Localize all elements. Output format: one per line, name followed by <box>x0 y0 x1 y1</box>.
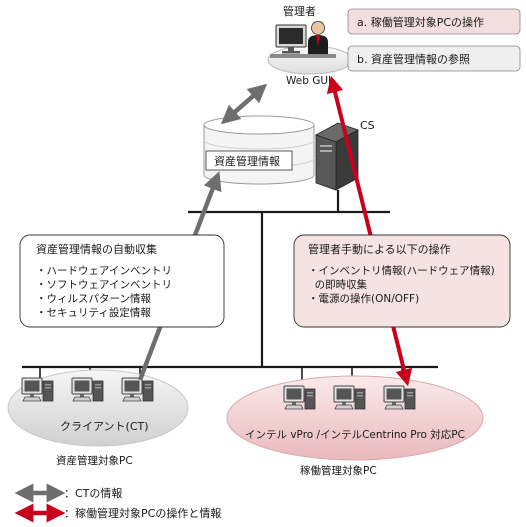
admin-user-icon <box>270 21 336 58</box>
operation-box-b-label: b. 資産管理情報の参照 <box>357 52 470 66</box>
database-label: 資産管理情報 <box>214 154 280 168</box>
callout-left-item-4: ・セキュリティ設定情報 <box>36 306 151 319</box>
callout-left-item-1: ・ハードウェアインベントリ <box>36 265 172 277</box>
legend-gray-label: ：CTの情報 <box>64 487 122 500</box>
admin-interface-label: Web GUI <box>286 75 331 87</box>
operation-box-a <box>347 8 521 35</box>
callout-left-item-3: ・ウィルスパターン情報 <box>36 292 151 305</box>
gray-arrow-web <box>220 83 268 125</box>
callout-left-title: 資産管理情報の自動収集 <box>36 242 157 256</box>
asset-pc-label: クライアント(CT) <box>60 420 149 433</box>
callout-right-item-2: の即時収集 <box>308 278 368 291</box>
operation-box-b <box>347 45 521 72</box>
database-label-box <box>205 150 293 171</box>
callout-right-title: 管理者手動による以下の操作 <box>308 242 451 256</box>
callout-right-item-1: ・インベントリ情報(ハードウェア情報) <box>308 264 495 277</box>
legend-red-label: ：稼働管理対象PCの操作と情報 <box>64 506 221 520</box>
operation-pc-label: インテル vPro /インテルCentrino Pro 対応PC <box>245 428 465 441</box>
callout-left-item-2: ・ソフトウェアインベントリ <box>36 279 172 291</box>
callout-right-item-3: ・電源の操作(ON/OFF) <box>308 292 419 305</box>
red-arrow-operation <box>326 75 413 387</box>
server-label: CS <box>360 119 375 132</box>
operation-box-a-label: a. 稼働管理対象PCの操作 <box>357 15 484 29</box>
asset-pc-caption: 資産管理対象PC <box>56 454 133 467</box>
callout-left <box>19 234 225 328</box>
database-icon <box>203 115 315 185</box>
operation-pc-caption: 稼働管理対象PC <box>300 464 377 477</box>
admin-title: 管理者 <box>283 4 316 18</box>
callout-right <box>293 234 511 328</box>
